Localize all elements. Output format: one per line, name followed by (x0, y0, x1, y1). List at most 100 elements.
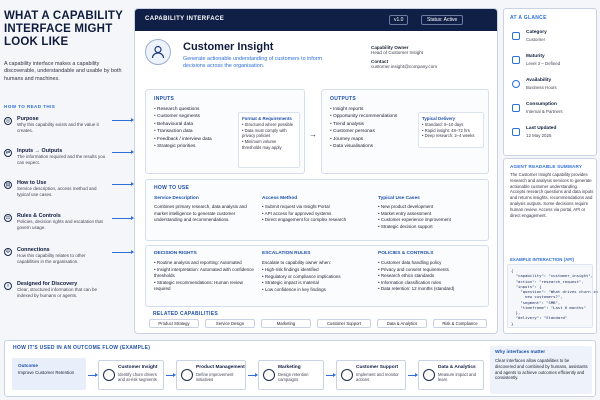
related-tag[interactable]: Marketing (261, 319, 311, 328)
list-item: Privacy and consent requirements (378, 267, 486, 274)
format-requirements-box: Format & Requirements Structured where p… (238, 112, 300, 168)
list-item: Regulatory or compliance implications (262, 274, 372, 281)
outputs-list: Insight reports Opportunity recommendati… (330, 106, 414, 151)
connector-arrow (112, 182, 134, 186)
flow-step-title: Marketing (278, 365, 301, 370)
why-text: Clear interfaces allow capabilities to b… (495, 358, 588, 381)
list-item: Customer segments (154, 113, 234, 120)
access-list: Submit request via Insight Portal API ac… (262, 204, 372, 224)
delivery-item: Standard: 5–10 days (422, 122, 480, 128)
list-item: Journey maps (330, 136, 414, 143)
item-title: Inputs → Outputs (17, 148, 63, 154)
list-item: Transaction data (154, 128, 234, 135)
api-code-sample: { "capability": "customer_insight", "act… (507, 264, 598, 328)
escalation-list: High-risk findings identified Regulatory… (262, 267, 372, 293)
list-item: Submit request via Insight Portal (262, 204, 372, 211)
flow-step: Customer Insight Identify churn drivers … (98, 360, 164, 390)
related-capabilities: RELATED CAPABILITIES Product Strategy Se… (145, 311, 489, 331)
scales-icon: ⚖ (4, 214, 12, 222)
glance-heading: AT A GLANCE (510, 15, 547, 21)
flow-step: Data & Analytics Measure impact and lear… (418, 360, 484, 390)
list-item: Insight reports (330, 106, 414, 113)
how-to-use-heading: HOW TO USE (154, 185, 190, 191)
list-item: Data visualisations (330, 143, 414, 150)
capability-description: Generate actionable understanding of cus… (183, 56, 323, 70)
related-tag[interactable]: Product Strategy (149, 319, 199, 328)
why-interfaces-box: Why interfaces matter Clear interfaces a… (490, 346, 592, 394)
glance-value: Customer (526, 37, 546, 42)
format-item: Data must comply with privacy policies (242, 128, 296, 139)
service-title: Service Description (154, 196, 199, 201)
item-title: Connections (17, 247, 50, 253)
flow-step: Marketing Design retention campaigns (258, 360, 324, 390)
arrow-right-icon: → (309, 130, 317, 139)
flow-heading: HOW IT'S USED IN AN OUTCOME FLOW (EXAMPL… (13, 345, 151, 351)
list-item: Trend analysis (330, 121, 414, 128)
delivery-title: Typical Delivery (422, 116, 456, 121)
glance-value: Internal & Partners (526, 109, 563, 114)
related-tag[interactable]: Data & Analytics (377, 319, 427, 328)
use-cases-list: New product development Market entry ass… (378, 204, 486, 230)
item-desc: The information required and the results… (17, 154, 106, 166)
item-desc: Clear, structured information that can b… (17, 287, 98, 299)
hero-title: WHAT A CAPABILITY INTERFACE MIGHT LOOK L… (4, 10, 123, 48)
delivery-item: Deep research: 2–4 weeks (422, 133, 480, 139)
service-text: Combines primary research, data analysis… (154, 204, 247, 223)
item-title: How to Use (17, 180, 47, 186)
panel-header-title: CAPABILITY INTERFACE (145, 16, 225, 22)
agent-summary-text: The Customer Insight capability provides… (510, 172, 594, 218)
glance-value: Business Hours (526, 85, 557, 90)
outcome-box: Outcome Improve Customer Retention (12, 358, 86, 390)
list-item: Customer experience improvement (378, 217, 486, 224)
search-icon: ⌕ (4, 282, 12, 290)
network-icon: ✣ (4, 248, 12, 256)
glance-label: Last Updated (526, 126, 557, 131)
flow-arrow (326, 373, 336, 377)
list-item: Opportunity recommendations (330, 113, 414, 120)
list-item: Customer personas (330, 128, 414, 135)
glance-label: Maturity (526, 54, 545, 59)
list-item: Data retention: 12 months (standard) (378, 286, 486, 293)
connector-arrow (112, 150, 134, 154)
product-icon (181, 369, 193, 381)
related-tag[interactable]: Customer Support (317, 319, 371, 328)
customer-insight-icon (145, 39, 171, 65)
glance-value: 12 May 2025 (526, 133, 552, 138)
why-title: Why interfaces matter (495, 350, 546, 355)
list-item: Strategic recommendations: Human review … (154, 280, 254, 293)
list-item: Information classification rules (378, 280, 486, 287)
item-desc: Why this capability exists and the value… (17, 122, 99, 134)
contact-value[interactable]: customer.insight@company.com (371, 64, 438, 69)
list-item: Research ethics standards (378, 273, 486, 280)
related-tag[interactable]: Service Design (205, 319, 255, 328)
flow-step-title: Product Management (196, 365, 245, 370)
flow-arrow (88, 373, 98, 377)
list-item: Strategic decision support (378, 224, 486, 231)
format-item: Structured where possible (242, 122, 296, 128)
book-icon: ▤ (4, 181, 12, 189)
flow-step-desc: Identify churn drivers and at-risk segme… (118, 372, 157, 383)
flow-step-title: Customer Support (356, 365, 399, 370)
connector-arrow (112, 250, 134, 254)
clock-icon (512, 80, 520, 88)
list-item: Feedback / interview data (154, 136, 234, 143)
related-tag[interactable]: Risk & Compliance (433, 319, 487, 328)
outcome-label: Outcome (18, 363, 38, 368)
inputs-heading: INPUTS (154, 96, 175, 102)
megaphone-icon (263, 369, 275, 381)
list-item: High-risk findings identified (262, 267, 372, 274)
users-icon (512, 104, 520, 112)
flow-step-desc: Implement and monitor actions (356, 372, 399, 383)
flow-step-desc: Define improvement initiatives (196, 372, 234, 383)
typical-delivery-box: Typical Delivery Standard: 5–10 days Rap… (418, 112, 484, 148)
list-item: New product development (378, 204, 486, 211)
status-badge: Status: Active (421, 15, 464, 25)
flow-arrow (408, 373, 418, 377)
hero-intro: A capability interface makes a capabilit… (4, 61, 122, 82)
